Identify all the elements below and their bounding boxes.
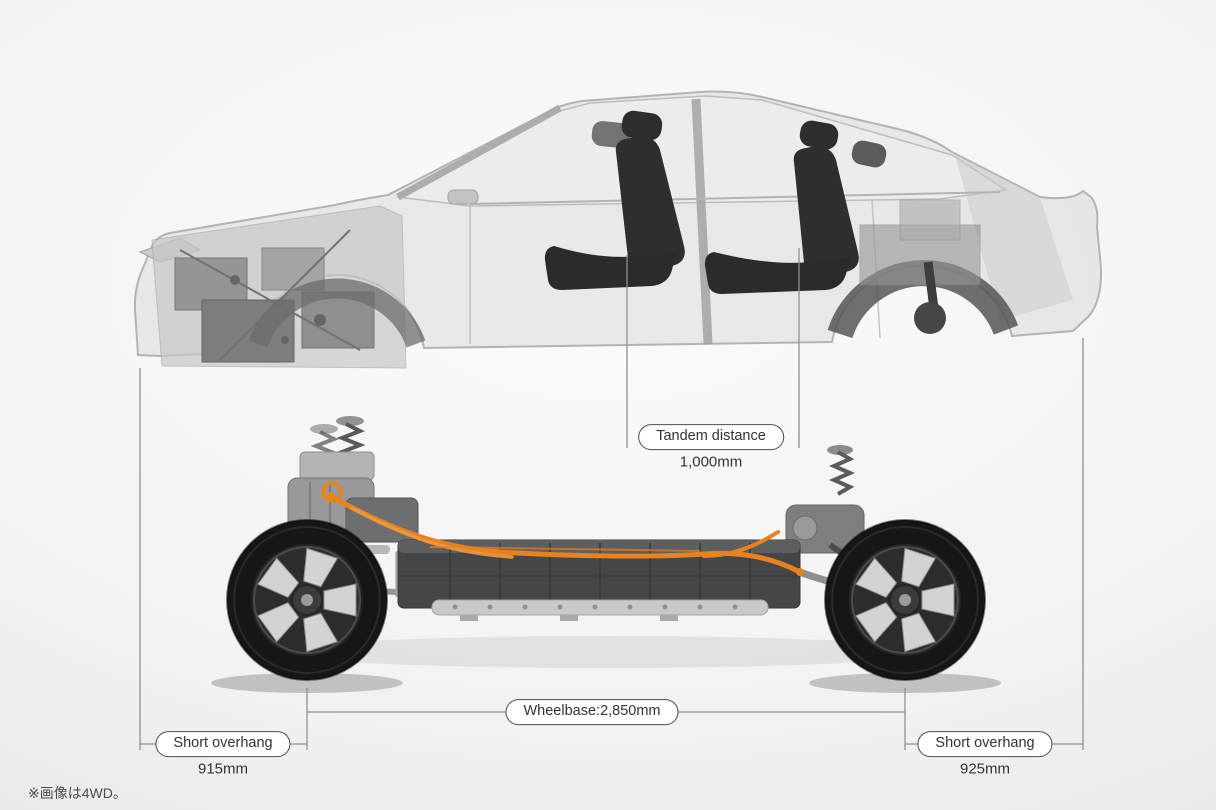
rear-overhang-value: 925mm: [959, 760, 1011, 778]
car-body-cutaway: [133, 90, 1103, 369]
ground-shadows: [211, 636, 1001, 693]
cabin-seats: [544, 110, 887, 294]
front-arch-liner: [248, 278, 426, 348]
wheelbase-label: Wheelbase:2,850mm: [505, 699, 679, 725]
tandem-distance-value: 1,000mm: [679, 453, 743, 471]
footnote-4wd-note: ※画像は4WD。: [28, 785, 127, 801]
front-overhang-label: Short overhang: [155, 731, 291, 757]
rear-drive-unit: [770, 445, 897, 596]
front-wheel: [226, 519, 388, 681]
hv-cables: [326, 492, 804, 576]
rear-overhang-label: Short overhang: [917, 731, 1053, 757]
front-overhang-value: 915mm: [197, 760, 249, 778]
tandem-distance-label: Tandem distance: [638, 424, 784, 450]
ev-platform-chassis: [211, 416, 1001, 693]
rear-wheel: [824, 519, 986, 681]
